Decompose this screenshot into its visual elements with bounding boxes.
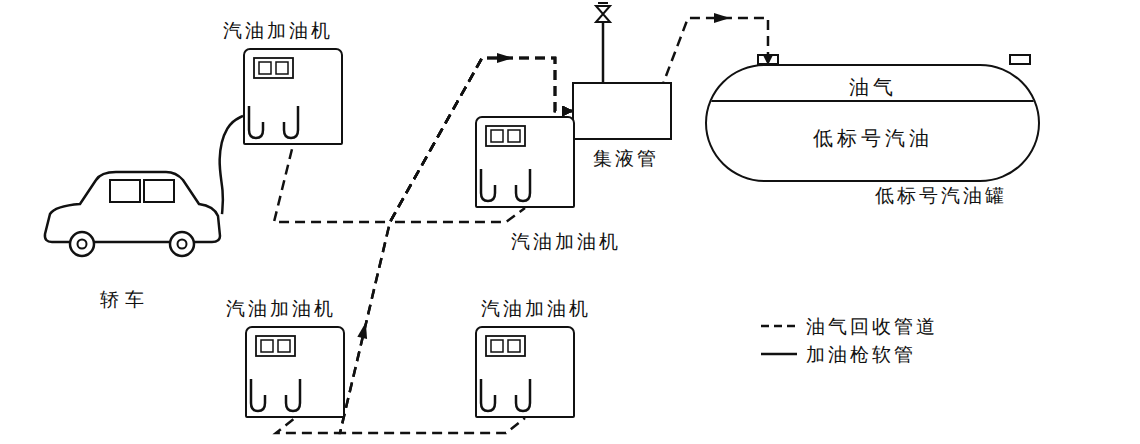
part-label: 集液管 bbox=[593, 147, 659, 169]
liquid-collector: 集液管 bbox=[572, 82, 672, 140]
fuel-dispenser: 汽油加油机 bbox=[243, 48, 343, 145]
legend-text: 加油枪软管 bbox=[806, 343, 916, 366]
display-window bbox=[259, 62, 271, 74]
wheel-hub bbox=[78, 240, 87, 249]
wheel-hub bbox=[178, 240, 187, 249]
display-panel bbox=[256, 336, 295, 356]
dispenser-drawing bbox=[477, 328, 534, 415]
legend-text: 油气回收管道 bbox=[806, 315, 938, 338]
dispenser-drawing bbox=[477, 118, 534, 205]
nozzle-hook bbox=[481, 169, 495, 201]
part-label: 汽油加油机 bbox=[226, 297, 336, 319]
label-holder: 油气 bbox=[849, 75, 897, 99]
label-holder: 低标号汽油 bbox=[813, 126, 933, 150]
valve-stem bbox=[602, 22, 605, 82]
display-panel bbox=[486, 126, 525, 146]
part-label: 轿车 bbox=[100, 288, 150, 310]
display-window bbox=[276, 62, 288, 74]
legend-row: 加油枪软管 bbox=[760, 340, 938, 368]
legend-sample bbox=[760, 318, 798, 334]
part-label: 低标号汽油罐 bbox=[875, 184, 1007, 206]
valve-symbol bbox=[596, 6, 610, 22]
label-holder: 低标号汽油罐 bbox=[875, 184, 1007, 207]
label-holder: 集液管 bbox=[593, 147, 659, 170]
legend: 油气回收管道加油枪软管 bbox=[760, 312, 938, 368]
nozzle-hook bbox=[284, 106, 298, 138]
dispenser-drawing bbox=[245, 50, 302, 142]
tank-content-label: 油气 bbox=[849, 75, 897, 99]
display-window bbox=[508, 130, 520, 142]
display-window bbox=[278, 340, 290, 352]
nozzle-hook bbox=[286, 379, 300, 411]
legend-row: 油气回收管道 bbox=[760, 312, 938, 340]
legend-sample bbox=[760, 346, 798, 362]
part-label: 汽油加油机 bbox=[511, 230, 621, 252]
dispenser-drawing bbox=[247, 328, 304, 415]
label-holder: 汽油加油机 bbox=[511, 230, 621, 253]
car-wheel bbox=[70, 232, 94, 256]
label-holder: 汽油加油机 bbox=[481, 297, 591, 320]
display-window bbox=[491, 130, 503, 142]
nozzle-hook bbox=[249, 106, 263, 138]
display-window bbox=[491, 340, 503, 352]
car-window bbox=[144, 180, 174, 202]
fuel-dispenser: 汽油加油机 bbox=[475, 326, 575, 418]
part-label: 汽油加油机 bbox=[481, 297, 591, 319]
valve-handle bbox=[598, 2, 608, 4]
car-wheel bbox=[170, 232, 194, 256]
label-holder: 轿车 bbox=[100, 288, 150, 311]
legend-line-sample bbox=[761, 353, 797, 356]
legend-line-sample bbox=[761, 325, 797, 328]
fuel-dispenser: 汽油加油机 bbox=[475, 116, 575, 208]
display-panel bbox=[486, 336, 525, 356]
liquid-level-line bbox=[707, 100, 1038, 102]
car-window bbox=[110, 180, 140, 202]
display-panel bbox=[254, 58, 293, 78]
car-drawing bbox=[40, 158, 222, 260]
fuel-dispenser: 汽油加油机 bbox=[245, 326, 345, 418]
car-body bbox=[45, 172, 220, 242]
fuel-tank: 油气低标号汽油低标号汽油罐 bbox=[705, 64, 1040, 182]
label-holder: 汽油加油机 bbox=[223, 19, 333, 42]
display-window bbox=[508, 340, 520, 352]
tank-nozzle bbox=[1010, 55, 1030, 64]
display-window bbox=[261, 340, 273, 352]
fuel-hose bbox=[220, 116, 243, 214]
tank-content-label: 低标号汽油 bbox=[813, 126, 933, 150]
nozzle-hook bbox=[516, 379, 530, 411]
label-holder: 汽油加油机 bbox=[226, 297, 336, 320]
nozzle-hook bbox=[481, 379, 495, 411]
nozzle-hook bbox=[251, 379, 265, 411]
part-label: 汽油加油机 bbox=[223, 19, 333, 41]
nozzle-hook bbox=[516, 169, 530, 201]
sedan-car: 轿车 bbox=[40, 158, 222, 260]
